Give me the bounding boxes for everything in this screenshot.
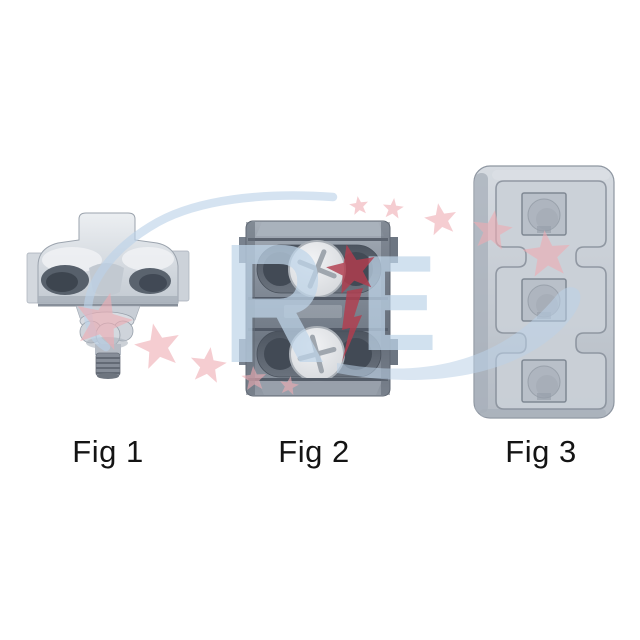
watermark-logo: R E <box>69 191 581 399</box>
fig1-thread-line <box>96 362 120 364</box>
watermark-letter-e: E <box>361 227 437 379</box>
fig1-left-groove-core <box>46 272 78 292</box>
fig2-left-rail <box>246 222 255 395</box>
watermark-letter-r: R <box>222 209 326 399</box>
fig3-caption: Fig 3 <box>505 434 577 469</box>
pink-star-icon <box>348 194 370 216</box>
fig2-caption: Fig 2 <box>278 434 350 469</box>
fig1-thread-line <box>96 357 120 359</box>
fig2-embossed-marking <box>284 305 342 318</box>
fig3-bottom-side-face <box>480 409 606 417</box>
fig2-seam <box>248 297 388 300</box>
fig3-clamp-photo <box>473 165 615 419</box>
fig3-left-side-face <box>475 173 488 413</box>
fig1-stud-end <box>97 373 119 379</box>
fig1-thread-line <box>96 367 120 369</box>
fig2-upper-recess-hole <box>263 252 297 286</box>
watermark-swoosh-lower <box>337 287 581 381</box>
watermark-lightning-bolt-icon <box>342 288 363 362</box>
pink-star-icon <box>381 196 405 219</box>
fig3-bolt-pocket-3 <box>521 359 567 403</box>
fig3-top-highlight <box>492 170 610 180</box>
fig2-left-tab <box>239 339 247 365</box>
fig2-seam <box>248 378 388 381</box>
fig2-right-tab <box>389 339 398 365</box>
pink-star-icon <box>130 318 185 371</box>
fig2-top-plate <box>256 222 384 236</box>
fig1-right-groove-core <box>139 274 167 292</box>
fig1-shoulder-highlight <box>122 247 174 271</box>
fig3-bolt-pocket-1 <box>521 192 567 236</box>
fig2-left-tab <box>239 237 247 263</box>
fig2-lower-screw-cross <box>297 334 337 374</box>
fig2-upper-screw-cross <box>297 249 337 289</box>
fig1-caption: Fig 1 <box>72 434 144 469</box>
fig2-seam <box>248 238 388 241</box>
fig2-lower-recess-hole <box>264 338 296 370</box>
fig2-right-tab <box>389 237 398 263</box>
fig2-right-rail <box>381 222 390 395</box>
